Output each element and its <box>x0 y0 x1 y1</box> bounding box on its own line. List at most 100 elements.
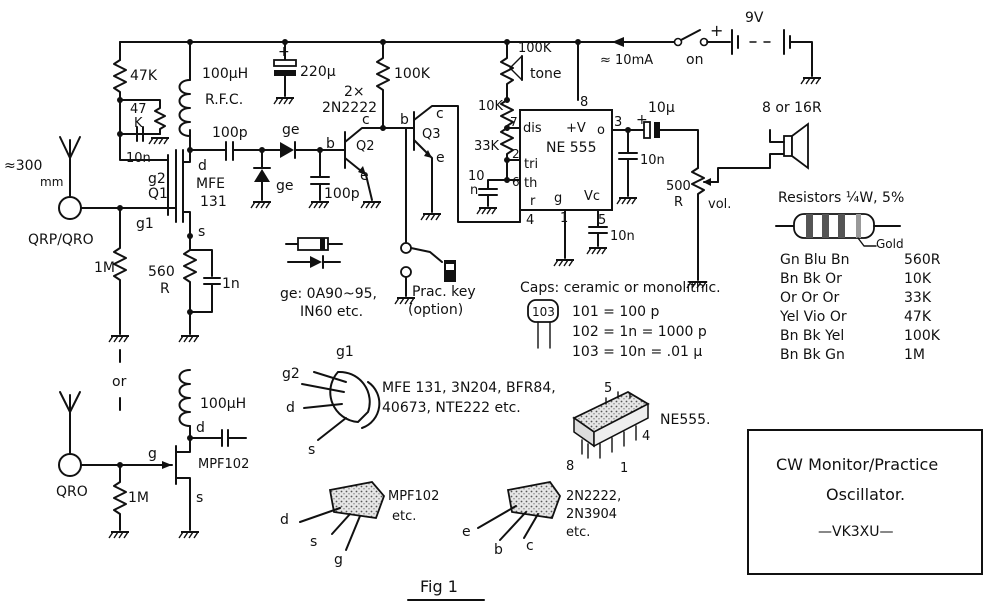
pinout-mpf102: d s g MPF102 etc. <box>280 481 439 568</box>
figure-caption: Fig 1 <box>407 577 485 601</box>
svg-text:g1: g1 <box>136 216 154 232</box>
svg-text:Caps: ceramic or monolithic.: Caps: ceramic or monolithic. <box>520 280 721 296</box>
output-network: 10n <box>611 127 665 205</box>
capacitor-10n-timing: 10 n <box>468 169 508 215</box>
svg-text:100μH: 100μH <box>200 396 246 412</box>
alternative-separator: or <box>112 349 127 411</box>
svg-text:e: e <box>360 168 369 184</box>
resistor-key-bands: Bn Bk Yel <box>780 328 844 344</box>
mpf102: g d MPF102 s <box>148 420 249 539</box>
rfc-100uh: 100μH R.F.C. <box>178 41 248 153</box>
svg-text:ge: ge <box>276 178 294 194</box>
svg-text:s: s <box>196 490 203 506</box>
svg-text:ge: 0A90~95,: ge: 0A90~95, <box>280 286 377 302</box>
pinout-2n2222: e b c 2N2222, 2N3904 etc. <box>462 481 621 558</box>
svg-text:QRO: QRO <box>56 484 88 500</box>
diode-ge-shunt: ge <box>250 149 294 209</box>
capacitor-100p-coupling: 100p <box>212 125 265 161</box>
antenna-top: ≈300 mm QRP/QRO <box>4 136 94 248</box>
svg-text:10n: 10n <box>126 151 151 166</box>
svg-text:6: 6 <box>512 175 520 189</box>
svg-text:tri: tri <box>524 157 538 172</box>
speaker: 8 or 16R <box>762 100 822 170</box>
supply-current: ≈ 10mA <box>600 53 653 68</box>
svg-text:b: b <box>400 112 409 128</box>
svg-text:131: 131 <box>200 194 227 210</box>
svg-text:etc.: etc. <box>392 509 416 524</box>
svg-text:4: 4 <box>642 429 650 444</box>
svg-text:NE 555: NE 555 <box>546 140 597 156</box>
practice-key-jack[interactable]: Prac. key (option) <box>394 242 476 318</box>
svg-text:vol.: vol. <box>708 197 731 212</box>
svg-text:+: + <box>278 44 290 60</box>
resistor-key-value: 47K <box>904 309 932 325</box>
svg-text:b: b <box>326 136 335 152</box>
svg-text:2N3904: 2N3904 <box>566 507 617 522</box>
svg-text:8: 8 <box>580 95 588 110</box>
svg-text:d: d <box>196 420 205 436</box>
svg-text:102 = 1n = 1000 p: 102 = 1n = 1000 p <box>572 324 707 340</box>
svg-text:NE555.: NE555. <box>660 412 711 428</box>
pinout-ne555: 5 4 8 1 NE555. <box>566 381 711 476</box>
svg-text:d: d <box>280 512 289 528</box>
svg-text:or: or <box>112 374 127 390</box>
svg-text:103: 103 <box>532 305 555 319</box>
svg-text:10n: 10n <box>610 229 635 244</box>
antenna-length: ≈300 <box>4 158 42 174</box>
svg-text:MFE 131, 3N204, BFR84,: MFE 131, 3N204, BFR84, <box>382 380 556 396</box>
svg-text:100p: 100p <box>324 186 360 202</box>
switch-on-label: on <box>686 52 703 68</box>
svg-text:R: R <box>160 281 170 297</box>
svg-text:2N2222,: 2N2222, <box>566 489 621 504</box>
capacitor-10n-control: 10n <box>586 209 635 255</box>
svg-text:1M: 1M <box>128 490 149 506</box>
pinout-mfe131: g1 g2 d s MFE 131, 3N204, BFR84, 40673, … <box>282 344 556 458</box>
power-switch: on + <box>612 21 731 68</box>
antenna-lower: QRO <box>56 391 88 500</box>
svg-text:(option): (option) <box>408 302 463 318</box>
svg-text:o: o <box>597 123 605 138</box>
svg-text:ge: ge <box>282 122 300 138</box>
svg-text:10K: 10K <box>478 99 504 114</box>
svg-text:R: R <box>674 195 683 210</box>
svg-text:g2: g2 <box>282 366 300 382</box>
svg-text:220μ: 220μ <box>300 64 336 80</box>
svg-text:2×: 2× <box>344 84 365 100</box>
svg-text:Fig 1: Fig 1 <box>420 577 458 596</box>
diode-ge-series: ge <box>261 122 336 159</box>
svg-text:40673, NTE222 etc.: 40673, NTE222 etc. <box>382 400 521 416</box>
rfc-100uh-lower: 100μH <box>178 369 247 447</box>
svg-text:R.F.C.: R.F.C. <box>205 92 243 108</box>
svg-text:th: th <box>524 176 537 191</box>
resistor-key-bands: Yel Vio Or <box>779 309 847 325</box>
tone-pot-100k: 100K tone <box>500 41 562 103</box>
svg-text:s: s <box>310 534 317 550</box>
svg-text:K: K <box>134 116 143 131</box>
svg-text:g1: g1 <box>336 344 354 360</box>
svg-text:d: d <box>198 158 207 174</box>
svg-text:7: 7 <box>510 115 518 129</box>
resistor-key-value: 1M <box>904 347 925 363</box>
svg-text:mm: mm <box>40 175 63 189</box>
svg-text:MFE: MFE <box>196 176 225 192</box>
q1-mfe131: g2 Q1 g1 d MFE 131 s <box>136 129 227 240</box>
svg-text:g: g <box>148 446 157 462</box>
svg-text:dis: dis <box>523 121 542 136</box>
diode-legend: ge: 0A90~95, IN60 etc. <box>280 237 377 320</box>
svg-text:103 = 10n = .01 μ: 103 = 10n = .01 μ <box>572 344 702 360</box>
svg-text:Q2: Q2 <box>356 139 375 154</box>
resistor-33k: 33K <box>474 127 521 183</box>
svg-text:100K: 100K <box>394 66 431 82</box>
svg-text:Vc: Vc <box>584 189 600 204</box>
resistor-key-bands: Bn Bk Gn <box>780 347 845 363</box>
svg-text:500: 500 <box>666 179 691 194</box>
source-network: 560 R 1n <box>148 233 240 343</box>
resistor-key-value: 560R <box>904 252 941 268</box>
svg-text:s: s <box>198 224 205 240</box>
svg-text:tone: tone <box>530 66 562 82</box>
ne555-ic: dis +V o NE 555 tri th r g Vc 8 7 2 6 4 … <box>510 95 622 228</box>
resistor-1m: 1M <box>94 207 130 343</box>
